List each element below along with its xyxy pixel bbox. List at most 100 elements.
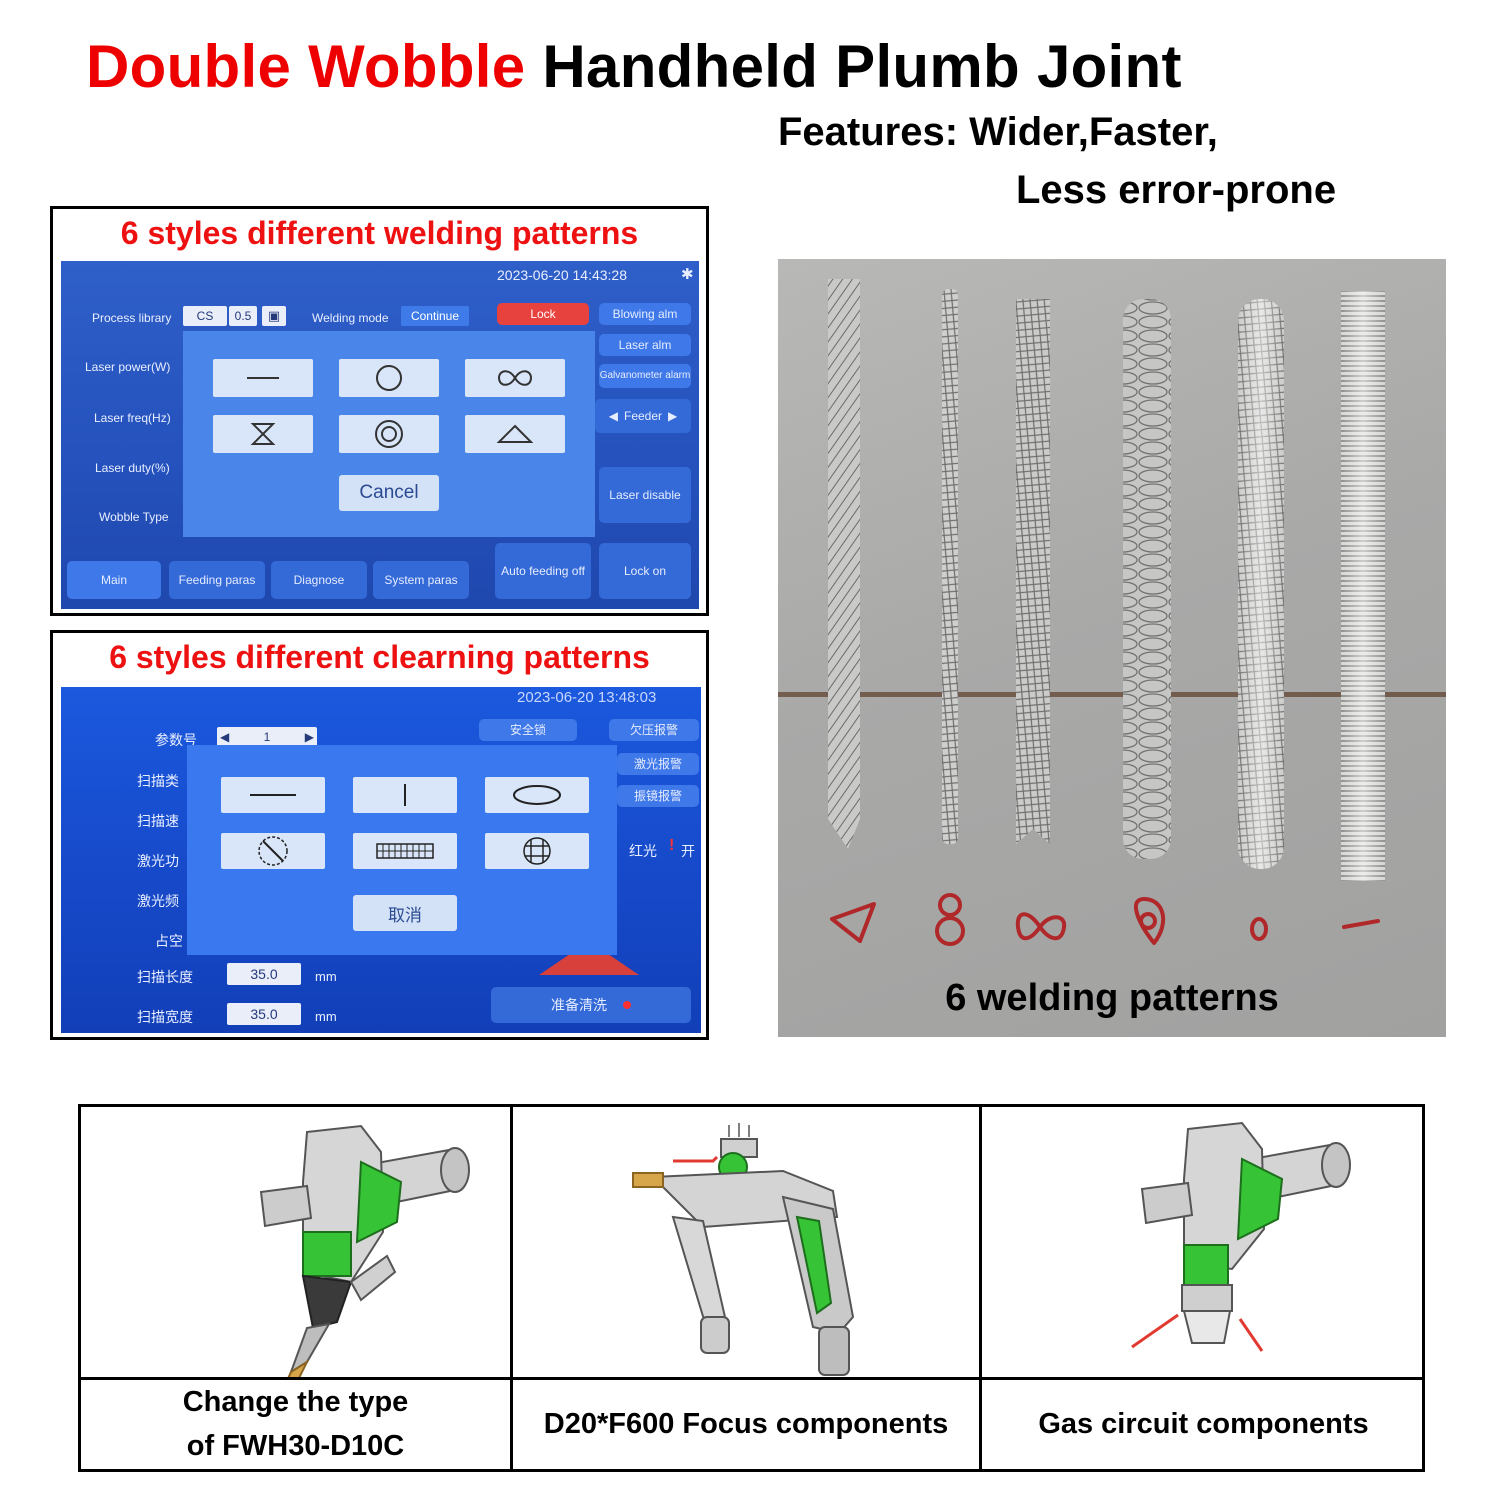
weld-line-double-circle [1123,299,1171,859]
wobble-type-label: Wobble Type [99,510,169,524]
feeder-control[interactable]: ◀ Feeder ▶ [595,399,691,433]
process-library-value-b[interactable]: 0.5 [229,306,257,326]
wobble-line-button[interactable] [213,359,313,397]
lock-button[interactable]: Lock [497,303,589,325]
galvanometer-alarm-button[interactable]: Galvanometer alarm [599,364,691,388]
feeder-label: Feeder [623,408,663,423]
grid-circle-scan-icon [523,837,551,865]
scan-grid-rect-button[interactable] [353,833,457,869]
welding-mode-label: Welding mode [312,311,389,325]
weld-line-triangle [828,279,860,849]
prepare-cleaning-label: 准备清洗 [551,996,607,1013]
page-title: Double Wobble Handheld Plumb Joint [86,32,1182,101]
laser-freq-label-cn: 激光频 [137,893,179,909]
process-library-value-a[interactable]: CS [183,306,227,326]
process-library-label: Process library [92,311,172,325]
scan-grid-circle-button[interactable] [485,833,589,869]
table-divider [510,1107,513,1469]
scan-speed-label: 扫描速 [137,813,179,829]
scan-width-value[interactable]: 35.0 [227,1003,301,1025]
title-red-part: Double Wobble [86,33,526,100]
scan-length-value[interactable]: 35.0 [227,963,301,985]
red-light-on-toggle[interactable]: 开 [681,843,695,859]
title-black-part: Handheld Plumb Joint [542,33,1182,100]
laser-freq-label: Laser freq(Hz) [94,411,171,425]
line-scan-icon [250,794,296,796]
welding-hmi-screen: 2023-06-20 14:43:28 ✱ Process library CS… [61,261,699,609]
scan-width-unit: mm [315,1009,337,1024]
red-light-marker-icon: ! [669,837,675,854]
cleaning-panel: 6 styles different clearning patterns 20… [50,630,709,1040]
cleaning-panel-caption: 6 styles different clearning patterns [109,639,650,675]
scan-ellipse-button[interactable] [485,777,589,813]
welding-mode-value[interactable]: Continue [401,306,469,326]
undervoltage-alarm-button[interactable]: 欠压报警 [609,719,699,741]
galvo-alarm-button[interactable]: 振镜报警 [617,785,699,807]
cleaning-hmi-screen: 2023-06-20 13:48:03 参数号 ◀ 1 ▶ 扫描类 扫描速 激光… [61,687,701,1033]
gas-torch-illustration [1131,1121,1351,1352]
scan-length-unit: mm [315,969,337,984]
triangle-pattern-icon [496,424,534,443]
blowing-alarm-button[interactable]: Blowing alm [599,303,691,325]
scan-type-dialog: 取消 [187,745,617,955]
prepare-cleaning-button[interactable]: 准备清洗 [491,987,691,1023]
focus-torch-illustration [632,1123,855,1376]
tab-feeding-paras[interactable]: Feeding paras [169,561,265,599]
laser-disable-button[interactable]: Laser disable [599,467,691,523]
wobble-type-dialog: Cancel [183,331,595,537]
handdrawn-circle-icon [1250,917,1268,941]
weld-samples-illustration [778,279,1446,946]
wobble-infinity-button[interactable] [465,359,565,397]
param-number-value: 1 [263,730,271,744]
param-number-label: 参数号 [155,732,197,748]
hourglass-pattern-icon [250,423,276,445]
wobble-circle-button[interactable] [339,359,439,397]
red-light-label: 红光 [629,843,657,859]
laser-power-label-cn: 激光功 [137,853,179,869]
save-icon[interactable]: ▣ [262,306,286,326]
wobble-hourglass-button[interactable] [213,415,313,453]
table-divider [979,1107,982,1469]
laser-alarm-cn-button[interactable]: 激光报警 [617,753,699,775]
scan-vertical-button[interactable] [353,777,457,813]
circle-pattern-icon [376,365,402,391]
laser-duty-label: Laser duty(%) [95,461,170,475]
param-next-icon[interactable]: ▶ [304,730,314,744]
param-prev-icon[interactable]: ◀ [220,730,230,744]
welding-panel: 6 styles different welding patterns 2023… [50,206,709,616]
weld-line-infinity [1016,299,1050,844]
status-dot-icon [623,1001,631,1009]
wobble-double-circle-button[interactable] [339,415,439,453]
laser-alarm-button[interactable]: Laser alm [599,334,691,356]
feeder-right-icon[interactable]: ▶ [668,408,678,423]
scan-cancel-button[interactable]: 取消 [353,895,457,931]
tab-system-paras[interactable]: System paras [373,561,469,599]
param-number-selector[interactable]: ◀ 1 ▶ [217,727,317,747]
safety-lock-button[interactable]: 安全锁 [479,719,577,741]
wobble-triangle-button[interactable] [465,415,565,453]
features-line-2: Less error-prone [1016,168,1337,212]
scan-width-label: 扫描宽度 [137,1009,193,1025]
features-line-1: Features: Wider,Faster, [778,110,1218,154]
component-label-gas: Gas circuit components [1038,1407,1369,1440]
wobble-cancel-button[interactable]: Cancel [339,475,439,511]
tab-diagnose[interactable]: Diagnose [271,561,367,599]
feeder-left-icon[interactable]: ◀ [608,408,618,423]
component-label-focus: D20*F600 Focus components [543,1407,949,1440]
double-circle-pattern-icon [375,420,403,448]
auto-feeding-off-button[interactable]: Auto feeding off [495,543,591,599]
component-label-fwh30: Change the type of FWH30-D10C [182,1386,409,1462]
lock-on-button[interactable]: Lock on [599,543,691,599]
laser-power-label: Laser power(W) [85,360,171,374]
handdrawn-double-circle-icon [1133,897,1165,945]
infinity-pattern-icon [497,370,533,386]
tab-main[interactable]: Main [67,561,161,599]
welding-patterns-photo: 6 welding patterns [778,259,1446,1037]
weld-line-circle [1238,299,1284,869]
ellipse-scan-icon [513,785,561,805]
scan-diagonal-circle-button[interactable] [221,833,325,869]
scan-line-button[interactable] [221,777,325,813]
scan-type-label: 扫描类 [137,773,179,789]
photo-caption: 6 welding patterns [945,977,1279,1019]
welding-torch-illustration [259,1124,470,1396]
